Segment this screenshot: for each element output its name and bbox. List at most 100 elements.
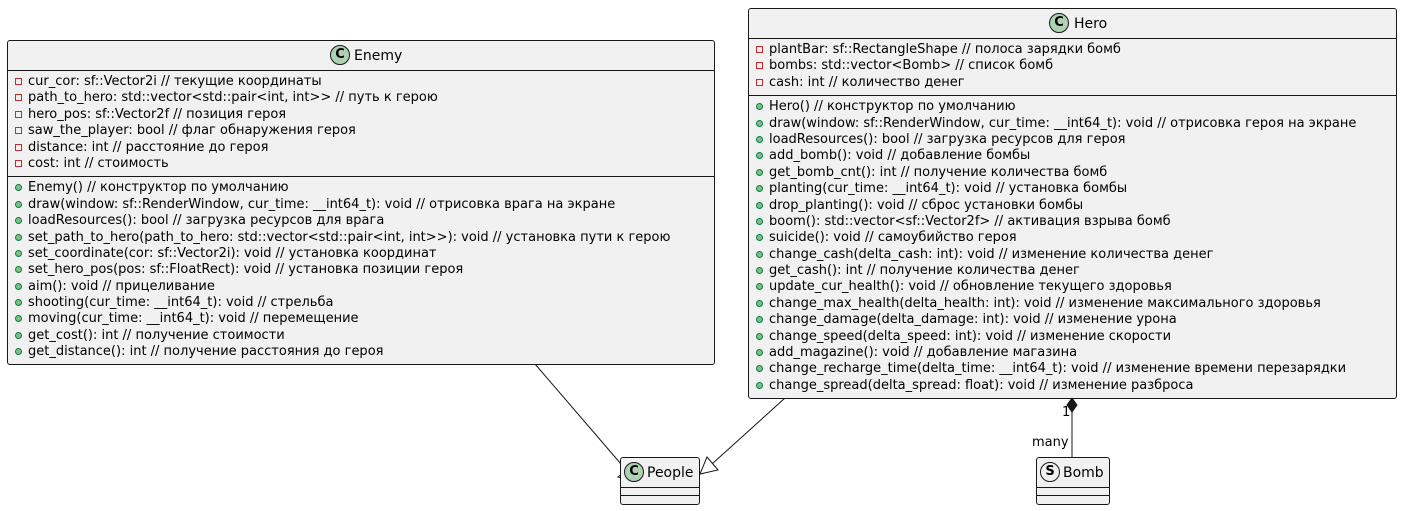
field-row: cur_cor: sf::Vector2i // текущие координ…	[8, 74, 714, 90]
field-row: bombs: std::vector<Bomb> // список бомб	[749, 58, 1396, 74]
method-text: Hero() // конструктор по умолчанию	[769, 99, 1016, 115]
method-text: planting(cur_time: __int64_t): void // у…	[769, 181, 1128, 197]
private-visibility-icon	[756, 78, 763, 86]
class-enemy-fields: cur_cor: sf::Vector2i // текущие координ…	[8, 71, 714, 178]
field-row: hero_pos: sf::Vector2f // позиция героя	[8, 107, 714, 123]
method-text: loadResources(): bool // загрузка ресурс…	[769, 131, 1126, 147]
method-row: change_speed(delta_speed: int): void // …	[749, 329, 1396, 345]
public-visibility-icon	[15, 184, 22, 192]
method-row: moving(cur_time: __int64_t): void // пер…	[8, 311, 714, 327]
class-people-methods	[621, 496, 699, 504]
field-text: plantBar: sf::RectangleShape // полоса з…	[769, 42, 1121, 57]
public-visibility-icon	[15, 348, 22, 356]
method-text: change_damage(delta_damage: int): void /…	[769, 312, 1177, 328]
method-text: add_bomb(): void // добавление бомбы	[769, 148, 1031, 164]
class-enemy-header: C Enemy	[8, 41, 714, 71]
method-row: shooting(cur_time: __int64_t): void // с…	[8, 295, 714, 311]
class-bomb[interactable]: S Bomb	[1036, 457, 1110, 505]
class-bomb-header: S Bomb	[1037, 458, 1109, 488]
method-text: set_coordinate(cor: sf::Vector2i): void …	[28, 245, 437, 261]
method-row: planting(cur_time: __int64_t): void // у…	[749, 181, 1396, 197]
public-visibility-icon	[756, 332, 763, 340]
public-visibility-icon	[15, 299, 22, 307]
public-visibility-icon	[15, 282, 22, 290]
method-text: get_distance(): int // получение расстоя…	[28, 344, 384, 360]
method-row: suicide(): void // самоубийство героя	[749, 230, 1396, 246]
public-visibility-icon	[756, 135, 763, 143]
field-text: distance: int // расстояние до героя	[28, 139, 269, 155]
method-row: update_cur_health(): void // обновление …	[749, 279, 1396, 295]
field-text: path_to_hero: std::vector<std::pair<int,…	[28, 90, 438, 106]
method-text: add_magazine(): void // добавление магаз…	[769, 345, 1078, 361]
method-text: aim(): void // прицеливание	[28, 278, 215, 294]
field-text: hero_pos: sf::Vector2f // позиция героя	[28, 106, 287, 122]
method-text: boom(): std::vector<sf::Vector2f> // акт…	[769, 213, 1171, 229]
method-text: update_cur_health(): void // обновление …	[769, 279, 1172, 295]
public-visibility-icon	[756, 250, 763, 258]
public-visibility-icon	[15, 331, 22, 339]
field-row: path_to_hero: std::vector<std::pair<int,…	[8, 90, 714, 106]
class-bomb-fields	[1037, 488, 1109, 496]
method-row: loadResources(): bool // загрузка ресурс…	[749, 132, 1396, 148]
inheritance-arrowhead-hero-people	[699, 456, 719, 475]
class-enemy-name: Enemy	[354, 48, 403, 64]
method-text: change_recharge_time(delta_time: __int64…	[769, 361, 1347, 377]
method-row: get_distance(): int // получение расстоя…	[8, 344, 714, 360]
method-row: change_recharge_time(delta_time: __int64…	[749, 361, 1396, 377]
method-row: add_bomb(): void // добавление бомбы	[749, 148, 1396, 164]
method-text: Enemy() // конструктор по умолчанию	[28, 180, 289, 196]
class-hero-methods: Hero() // конструктор по умолчанию draw(…	[749, 96, 1396, 398]
struct-stereotype-icon: S	[1040, 462, 1060, 482]
method-row: change_max_health(delta_health: int): vo…	[749, 296, 1396, 312]
class-hero-fields: plantBar: sf::RectangleShape // полоса з…	[749, 39, 1396, 97]
field-text: cost: int // стоимость	[28, 155, 169, 171]
method-row: draw(window: sf::RenderWindow, cur_time:…	[8, 197, 714, 213]
method-row: get_bomb_cnt(): int // получение количес…	[749, 165, 1396, 181]
method-row: change_cash(delta_cash: int): void // из…	[749, 247, 1396, 263]
method-row: Hero() // конструктор по умолчанию	[749, 99, 1396, 115]
public-visibility-icon	[15, 217, 22, 225]
public-visibility-icon	[756, 168, 763, 176]
private-visibility-icon	[15, 110, 22, 118]
method-text: get_cost(): int // получение стоимости	[28, 327, 285, 343]
method-row: boom(): std::vector<sf::Vector2f> // акт…	[749, 214, 1396, 230]
public-visibility-icon	[756, 217, 763, 225]
private-visibility-icon	[756, 46, 763, 53]
public-visibility-icon	[756, 119, 763, 127]
class-people-header: C People	[621, 458, 699, 488]
public-visibility-icon	[15, 315, 22, 323]
class-bomb-methods	[1037, 496, 1109, 504]
method-row: change_spread(delta_spread: float): void…	[749, 378, 1396, 394]
class-stereotype-icon: C	[330, 45, 350, 65]
public-visibility-icon	[756, 152, 763, 160]
class-enemy-methods: Enemy() // конструктор по умолчанию draw…	[8, 177, 714, 364]
class-hero[interactable]: C Hero plantBar: sf::RectangleShape // п…	[748, 8, 1397, 399]
field-text: cur_cor: sf::Vector2i // текущие координ…	[28, 74, 322, 89]
field-text: bombs: std::vector<Bomb> // список бомб	[769, 58, 1054, 74]
public-visibility-icon	[756, 201, 763, 209]
field-row: distance: int // расстояние до героя	[8, 140, 714, 156]
private-visibility-icon	[15, 94, 22, 102]
method-row: set_hero_pos(pos: sf::FloatRect): void /…	[8, 262, 714, 278]
method-text: suicide(): void // самоубийство героя	[769, 230, 1017, 246]
class-people[interactable]: C People	[620, 457, 700, 505]
class-enemy[interactable]: C Enemy cur_cor: sf::Vector2i // текущие…	[7, 40, 715, 365]
class-people-name: People	[647, 465, 694, 481]
class-bomb-name: Bomb	[1063, 465, 1104, 481]
public-visibility-icon	[15, 249, 22, 257]
method-text: set_path_to_hero(path_to_hero: std::vect…	[28, 229, 671, 245]
field-row: saw_the_player: bool // флаг обнаружения…	[8, 123, 714, 139]
field-text: saw_the_player: bool // флаг обнаружения…	[28, 123, 356, 139]
composition-diamond	[1066, 397, 1078, 413]
inheritance-line-hero-people	[711, 397, 786, 465]
method-row: set_coordinate(cor: sf::Vector2i): void …	[8, 246, 714, 262]
private-visibility-icon	[15, 127, 22, 135]
method-row: Enemy() // конструктор по умолчанию	[8, 180, 714, 196]
method-text: get_bomb_cnt(): int // получение количес…	[769, 164, 1108, 180]
public-visibility-icon	[756, 349, 763, 357]
method-text: shooting(cur_time: __int64_t): void // с…	[28, 295, 334, 311]
method-row: loadResources(): bool // загрузка ресурс…	[8, 213, 714, 229]
public-visibility-icon	[756, 381, 763, 389]
method-text: change_spread(delta_spread: float): void…	[769, 377, 1194, 393]
method-text: change_max_health(delta_health: int): vo…	[769, 295, 1321, 311]
